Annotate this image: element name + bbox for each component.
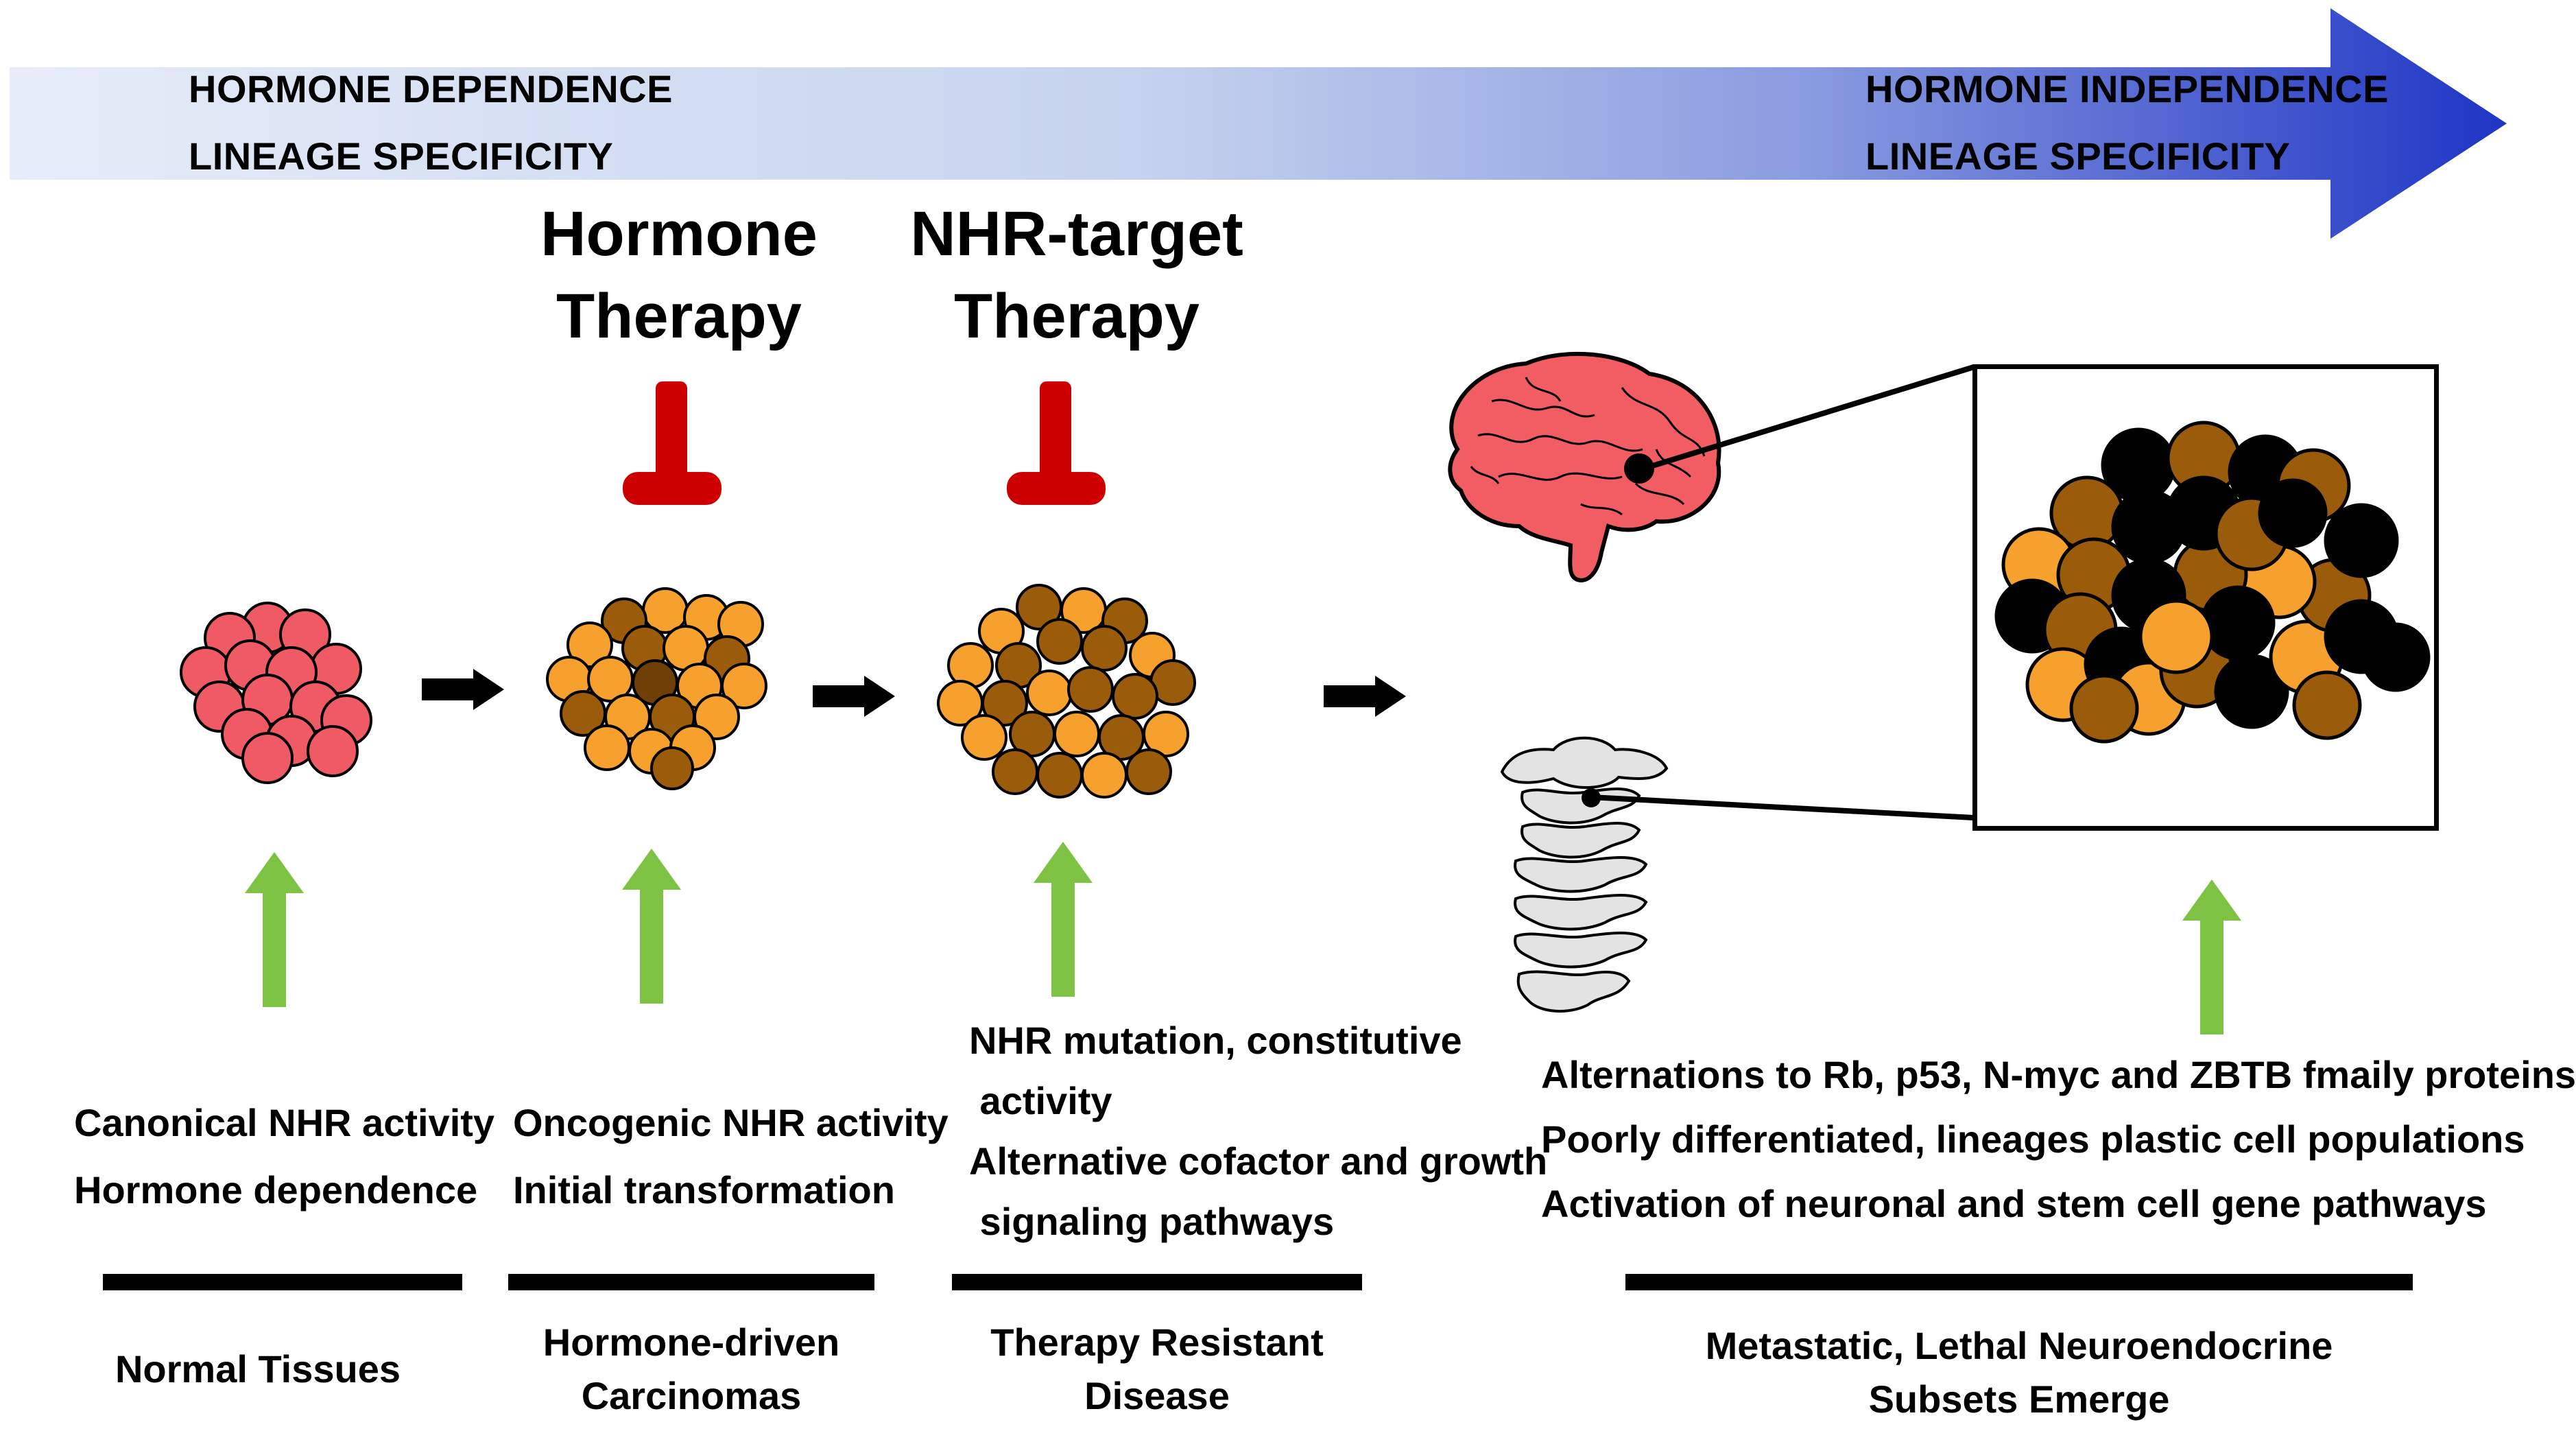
progression-banner-arrow (10, 8, 2507, 239)
banner-left-line2: LINEAGE SPECIFICITY (189, 134, 614, 178)
banner-right-line2: LINEAGE SPECIFICITY (1865, 134, 2291, 178)
stage-hormone-driven-name: Hormone-driven Carcinomas (542, 1321, 840, 1417)
nhr-target-therapy-inhibitor-icon (1007, 381, 1106, 505)
normal-tissue-cell-cluster (180, 602, 372, 784)
stage-therapy-resistant-bar (952, 1274, 1362, 1290)
progression-arrow-2-icon (813, 676, 895, 717)
hormone-therapy-title: Hormone Therapy (540, 199, 818, 351)
tumor-zoom-box (1972, 364, 2439, 831)
progression-arrow-1-icon (422, 669, 504, 710)
brain-icon (1448, 351, 1721, 582)
hormone-therapy-inhibitor-icon (623, 381, 721, 505)
up-arrow-therapy-resistant-icon (1034, 842, 1093, 997)
up-arrow-normal-icon (245, 852, 304, 1007)
neuroendocrine-tumor-cluster (1994, 421, 2431, 744)
banner-right-line1: HORMONE INDEPENDENCE (1865, 67, 2389, 110)
stage-therapy-resistant-name: Therapy Resistant Disease (990, 1321, 1324, 1417)
stage-normal-name: Normal Tissues (115, 1347, 401, 1391)
progression-arrow-3-icon (1324, 676, 1406, 717)
zoom-connector-lines (1590, 364, 1975, 820)
stage-metastatic-name: Metastatic, Lethal Neuroendocrine Subset… (1705, 1324, 2333, 1421)
banner-left-line1: HORMONE DEPENDENCE (189, 67, 673, 110)
stage-normal-bar (103, 1274, 462, 1290)
up-arrow-metastatic-icon (2182, 879, 2241, 1034)
stage-hormone-driven-bar (508, 1274, 874, 1290)
stage-metastatic-bar (1625, 1274, 2413, 1290)
up-arrow-hormone-driven-icon (622, 849, 681, 1004)
stage-hormone-driven-description: Oncogenic NHR activity Initial transform… (513, 1101, 949, 1211)
spine-icon (1500, 736, 1669, 1013)
stage-therapy-resistant-description: NHR mutation, constitutive activity Alte… (969, 1019, 1548, 1243)
stage-normal-description: Canonical NHR activity Hormone dependenc… (74, 1101, 495, 1211)
stage-metastatic-description: Alternations to Rb, p53, N-myc and ZBTB … (1541, 1053, 2576, 1225)
nhr-target-therapy-title: NHR-target Therapy (910, 199, 1243, 351)
hormone-driven-cell-cluster (546, 587, 767, 790)
therapy-resistant-cell-cluster (937, 584, 1196, 799)
